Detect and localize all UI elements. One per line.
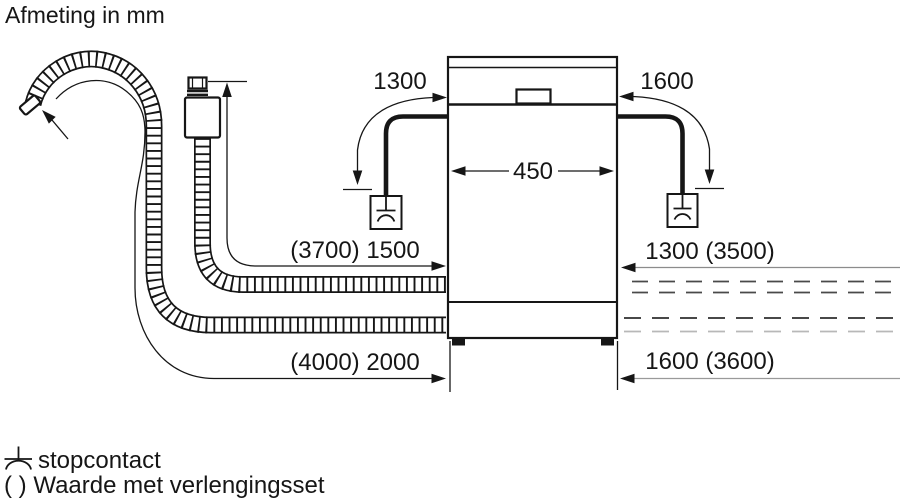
arrowhead-down (352, 170, 363, 185)
arrowhead-right (431, 261, 446, 271)
tap-connector-nut-icon (187, 76, 208, 90)
dimension-label-cable-left: 1300 (373, 68, 426, 95)
nut-facets (191, 78, 204, 88)
legend: stopcontact ( ) Waarde met verlengingsse… (4, 446, 325, 499)
arrowhead-down (704, 169, 715, 184)
supply-left-dimension: (3700) 1500 (208, 80, 446, 271)
dimension-label-drain-right: 1600 (3600) (645, 348, 774, 375)
leader-line (51, 119, 69, 140)
drain-right-dimension: 1600 (3600) (616, 341, 900, 390)
legend-extension-note: ( ) Waarde met verlengingsset (4, 472, 325, 499)
arrowhead-left (619, 91, 634, 102)
power-cable-right (617, 114, 685, 194)
thread-rings (187, 89, 208, 96)
dimension-label-drain-left: (4000) 2000 (290, 349, 419, 376)
dimension-label-supply-left: (3700) 1500 (290, 237, 419, 264)
socket-outlet-icon (673, 194, 692, 220)
arrowhead-left (620, 373, 635, 384)
foot-left (452, 338, 465, 346)
socket-outlet-icon (376, 196, 396, 222)
dimension-label-width: 450 (513, 158, 553, 185)
foot-right (601, 338, 614, 346)
alternative-hose-routing-dashes (624, 280, 900, 333)
width-dimension: 450 (451, 158, 614, 185)
aquastop-box (183, 96, 222, 139)
drain-hose-end-cap (18, 94, 42, 116)
power-cable-left (383, 114, 448, 196)
socket-left (369, 195, 403, 230)
legend-socket-label: stopcontact (38, 447, 161, 474)
dishwasher (446, 55, 619, 346)
arrowhead-right (431, 373, 446, 384)
cable-left-dimension: 1300 (343, 68, 447, 191)
aquastop-valve (183, 76, 222, 139)
drain-left-dimension: (4000) 2000 (38, 79, 451, 392)
dimension-label-cable-right: 1600 (640, 68, 693, 95)
arrowhead-up (222, 82, 232, 97)
cable-right-dimension: 1600 (619, 68, 724, 190)
arrowhead-left (621, 262, 636, 273)
page-title: Afmeting in mm (5, 2, 165, 28)
drain-hose (18, 59, 446, 325)
control-panel (515, 88, 552, 105)
dimension-label-supply-right: 1300 (3500) (645, 238, 774, 265)
socket-outlet-icon (4, 446, 32, 470)
arrowhead-right (432, 92, 447, 103)
socket-right (666, 193, 699, 228)
power-cables (383, 114, 685, 196)
supply-right-dimension: 1300 (3500) (621, 238, 900, 273)
